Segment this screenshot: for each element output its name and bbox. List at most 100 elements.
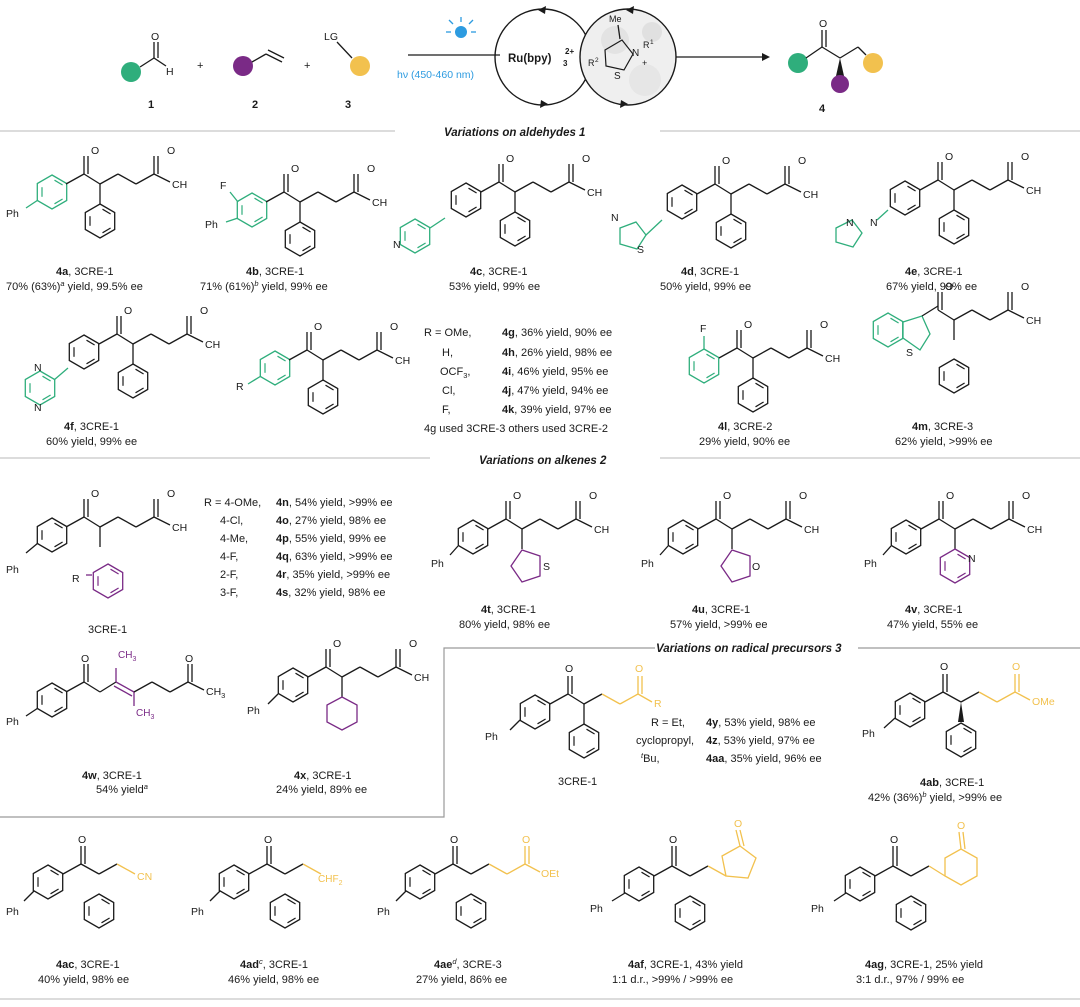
svg-text:4-Me,: 4-Me, bbox=[220, 533, 248, 545]
svg-text:CHF2: CHF2 bbox=[318, 874, 343, 887]
section-alkenes: Variations on alkenes 2 bbox=[479, 455, 607, 467]
product-radical-ball bbox=[863, 53, 883, 73]
svg-text:O: O bbox=[798, 155, 806, 167]
compound-4n-4s: Ph O O CH R R = 4-OMe, 4-Cl, 4-Me, 4-F, … bbox=[6, 488, 393, 636]
svg-text:N: N bbox=[968, 553, 976, 565]
svg-text:4adc, 3CRE-1: 4adc, 3CRE-1 bbox=[240, 957, 308, 971]
svg-text:OEt: OEt bbox=[541, 868, 559, 880]
svg-text:O: O bbox=[450, 834, 458, 846]
svg-text:4f, 3CRE-1: 4f, 3CRE-1 bbox=[64, 421, 119, 433]
svg-text:CH: CH bbox=[395, 355, 410, 367]
nhc-n: N bbox=[632, 48, 639, 59]
compound-4g-4k: R O O CH R = OMe, H, OCF3, Cl, F, 4g, 36… bbox=[236, 321, 612, 435]
compound-4c: N O O CH 4c, 3CRE-1 53% yield, 99% ee bbox=[393, 153, 602, 293]
svg-text:CH3: CH3 bbox=[136, 708, 154, 721]
svg-text:O: O bbox=[124, 305, 132, 317]
svg-text:4m, 3CRE-3: 4m, 3CRE-3 bbox=[912, 421, 973, 433]
svg-text:CH: CH bbox=[804, 524, 819, 536]
catalyst-charge: 2+ bbox=[565, 47, 574, 56]
svg-text:54% yielda: 54% yielda bbox=[96, 782, 148, 796]
svg-text:42% (36%)b yield, >99% ee: 42% (36%)b yield, >99% ee bbox=[868, 790, 1002, 804]
svg-text:S: S bbox=[637, 244, 644, 256]
svg-text:O: O bbox=[744, 319, 752, 331]
light-wavelength: hν (450-460 nm) bbox=[397, 69, 474, 81]
svg-text:4n, 54% yield, >99% ee: 4n, 54% yield, >99% ee bbox=[276, 497, 393, 509]
compound-4v: Ph O O CH N 4v, 3CRE-1 47% yield, 55% ee bbox=[864, 490, 1042, 631]
compound-4a: Ph O O CH 4a, 3CRE-1 70% (63%)a yield, 9… bbox=[6, 145, 187, 293]
svg-text:3CRE-1: 3CRE-1 bbox=[558, 776, 597, 788]
svg-text:4g used 3CRE-3 others used 3CR: 4g used 3CRE-3 others used 3CRE-2 bbox=[424, 423, 608, 435]
svg-text:R: R bbox=[72, 573, 80, 585]
svg-text:4v, 3CRE-1: 4v, 3CRE-1 bbox=[905, 604, 963, 616]
svg-text:Ph: Ph bbox=[485, 731, 498, 743]
svg-text:4e, 3CRE-1: 4e, 3CRE-1 bbox=[905, 266, 963, 278]
leaving-group: LG bbox=[324, 31, 338, 43]
svg-text:1:1 d.r., >99% / >99% ee: 1:1 d.r., >99% / >99% ee bbox=[612, 974, 733, 986]
svg-text:47% yield, 55% ee: 47% yield, 55% ee bbox=[887, 619, 978, 631]
svg-text:2: 2 bbox=[595, 57, 599, 64]
svg-text:80% yield, 98% ee: 80% yield, 98% ee bbox=[459, 619, 550, 631]
svg-text:O: O bbox=[589, 490, 597, 502]
svg-text:O: O bbox=[945, 151, 953, 163]
svg-text:4q, 63% yield, >99% ee: 4q, 63% yield, >99% ee bbox=[276, 551, 393, 563]
svg-text:67% yield, 99% ee: 67% yield, 99% ee bbox=[886, 281, 977, 293]
svg-text:R = OMe,: R = OMe, bbox=[424, 327, 471, 339]
thiazolium-ring bbox=[604, 39, 634, 71]
svg-text:53% yield, 99% ee: 53% yield, 99% ee bbox=[449, 281, 540, 293]
svg-text:Ph: Ph bbox=[377, 906, 390, 918]
svg-text:4y, 53% yield, 98% ee: 4y, 53% yield, 98% ee bbox=[706, 717, 815, 729]
table-y: R = Et, cyclopropyl, tBu, 4y, 53% yield,… bbox=[636, 717, 822, 765]
svg-text:4z, 53% yield, 97% ee: 4z, 53% yield, 97% ee bbox=[706, 735, 815, 747]
svg-text:CH: CH bbox=[803, 189, 818, 201]
svg-text:4p, 55% yield, 99% ee: 4p, 55% yield, 99% ee bbox=[276, 533, 386, 545]
svg-text:O: O bbox=[565, 663, 573, 675]
compound-4w: Ph O CH3 CH3 O CH3 4w, 3CRE-1 54% yielda bbox=[6, 650, 225, 796]
svg-text:CH: CH bbox=[1026, 315, 1041, 327]
svg-text:O: O bbox=[167, 145, 175, 157]
svg-text:R = Et,: R = Et, bbox=[651, 717, 685, 729]
compound-4m: S O O CH 4m, 3CRE-3 62% yield, >99% ee bbox=[872, 281, 1041, 448]
plus-1: + bbox=[197, 60, 203, 72]
svg-text:Ph: Ph bbox=[6, 906, 19, 918]
svg-text:H,: H, bbox=[442, 347, 453, 359]
svg-text:Ph: Ph bbox=[864, 558, 877, 570]
radical-ball bbox=[350, 56, 370, 76]
reaction-scheme: O H 1 + 2 + LG 3 hν (450-460 nm) Ru(bpy)… bbox=[121, 6, 883, 115]
svg-text:O: O bbox=[291, 163, 299, 175]
nhc-r1: R bbox=[643, 40, 650, 50]
compound-4ab: Ph O O OMe 4ab, 3CRE-1 42% (36%)b yield,… bbox=[862, 661, 1055, 804]
svg-text:CH: CH bbox=[587, 187, 602, 199]
light-bulb-icon bbox=[455, 26, 467, 38]
svg-text:R = 4-OMe,: R = 4-OMe, bbox=[204, 497, 261, 509]
svg-text:O: O bbox=[264, 834, 272, 846]
svg-text:CH: CH bbox=[372, 197, 387, 209]
svg-text:CH: CH bbox=[825, 353, 840, 365]
compound-4e: N N O O CH 4e, 3CRE-1 67% yield, 99% ee bbox=[835, 151, 1041, 293]
svg-text:4ag, 3CRE-1, 25% yield: 4ag, 3CRE-1, 25% yield bbox=[865, 959, 983, 971]
svg-text:F,: F, bbox=[442, 404, 451, 416]
svg-text:O: O bbox=[91, 488, 99, 500]
svg-text:Ph: Ph bbox=[247, 705, 260, 717]
svg-text:4u, 3CRE-1: 4u, 3CRE-1 bbox=[692, 604, 750, 616]
compound-4x: Ph O O CH 4x, 3CRE-1 24% yield, 89% ee bbox=[247, 638, 429, 796]
svg-text:N: N bbox=[34, 362, 42, 374]
svg-text:3: 3 bbox=[563, 59, 568, 68]
aldehyde-ball bbox=[121, 62, 141, 82]
svg-text:O: O bbox=[734, 818, 742, 830]
svg-text:4b, 3CRE-1: 4b, 3CRE-1 bbox=[246, 266, 304, 278]
svg-text:O: O bbox=[513, 490, 521, 502]
svg-text:O: O bbox=[1021, 151, 1029, 163]
svg-text:4s, 32% yield, 98% ee: 4s, 32% yield, 98% ee bbox=[276, 587, 385, 599]
svg-text:Ph: Ph bbox=[6, 208, 19, 220]
svg-text:N: N bbox=[611, 212, 619, 224]
catalyst-label: Ru(bpy) bbox=[508, 53, 552, 65]
svg-text:O: O bbox=[890, 834, 898, 846]
svg-text:tBu,: tBu, bbox=[641, 751, 660, 765]
svg-text:Ph: Ph bbox=[811, 903, 824, 915]
svg-text:O: O bbox=[1021, 281, 1029, 293]
svg-text:Ph: Ph bbox=[590, 903, 603, 915]
svg-text:F: F bbox=[700, 323, 706, 335]
svg-text:4x, 3CRE-1: 4x, 3CRE-1 bbox=[294, 770, 352, 782]
svg-text:4d, 3CRE-1: 4d, 3CRE-1 bbox=[681, 266, 739, 278]
